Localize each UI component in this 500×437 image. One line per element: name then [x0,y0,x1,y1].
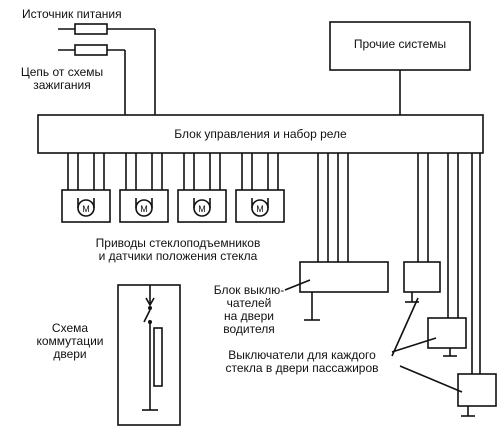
drive-module-3 [177,189,227,223]
ignition-label: Цепь от схемы зажигания [2,66,122,92]
other-systems-label: Прочие системы [353,37,447,51]
power-source-feed [58,23,156,115]
window-drives [61,153,285,223]
door-scheme-box [117,284,181,426]
drives-label: Приводы стеклоподъемников и датчики поло… [58,237,298,263]
driver-block-label: Блок выклю- чателей на двери водителя [204,284,294,336]
door-scheme-line3: двери [53,347,87,361]
passenger-switches-line2: стекла в двери пассажиров [225,361,379,375]
drive-module-1 [61,189,111,223]
door-scheme-line1: Схема [51,321,89,335]
drive-module-4 [235,189,285,223]
door-window-icon [153,327,163,387]
power-source-label: Источник питания [22,7,122,21]
door-scheme-label: Схема коммутации двери [28,322,112,361]
ignition-feed [58,44,126,115]
drive-module-2 [119,189,169,223]
driver-block-line2: чателей [226,296,272,310]
ignition-label-line2: зажигания [33,78,91,92]
passenger-switches-line1: Выключатели для каждого [228,348,376,362]
passenger-switch-2 [427,317,467,349]
motor-4-label: M [256,204,264,214]
drives-label-line1: Приводы стеклоподъемников [95,236,261,250]
driver-block-line4: водителя [223,322,275,336]
motor-3-label: M [198,204,206,214]
driver-block-line3: на двери [224,309,274,323]
passenger-switch-3 [457,373,497,407]
drives-label-line2: и датчики положения стекла [98,249,258,263]
passenger-switch-1 [403,261,441,293]
motor-2-label: M [140,204,148,214]
driver-switch-block [299,261,389,293]
ignition-fuse-icon [74,44,108,56]
ignition-label-line1: Цепь от схемы [20,65,104,79]
control-unit-box [37,114,484,154]
passenger-switches-label: Выключатели для каждого стекла в двери п… [196,349,408,375]
door-scheme-line2: коммутации [36,334,104,348]
control-unit-label: Блок управления и набор реле [174,127,347,141]
power-fuse-icon [74,23,108,35]
motor-1-label: M [82,204,90,214]
driver-block-line1: Блок выклю- [213,283,285,297]
